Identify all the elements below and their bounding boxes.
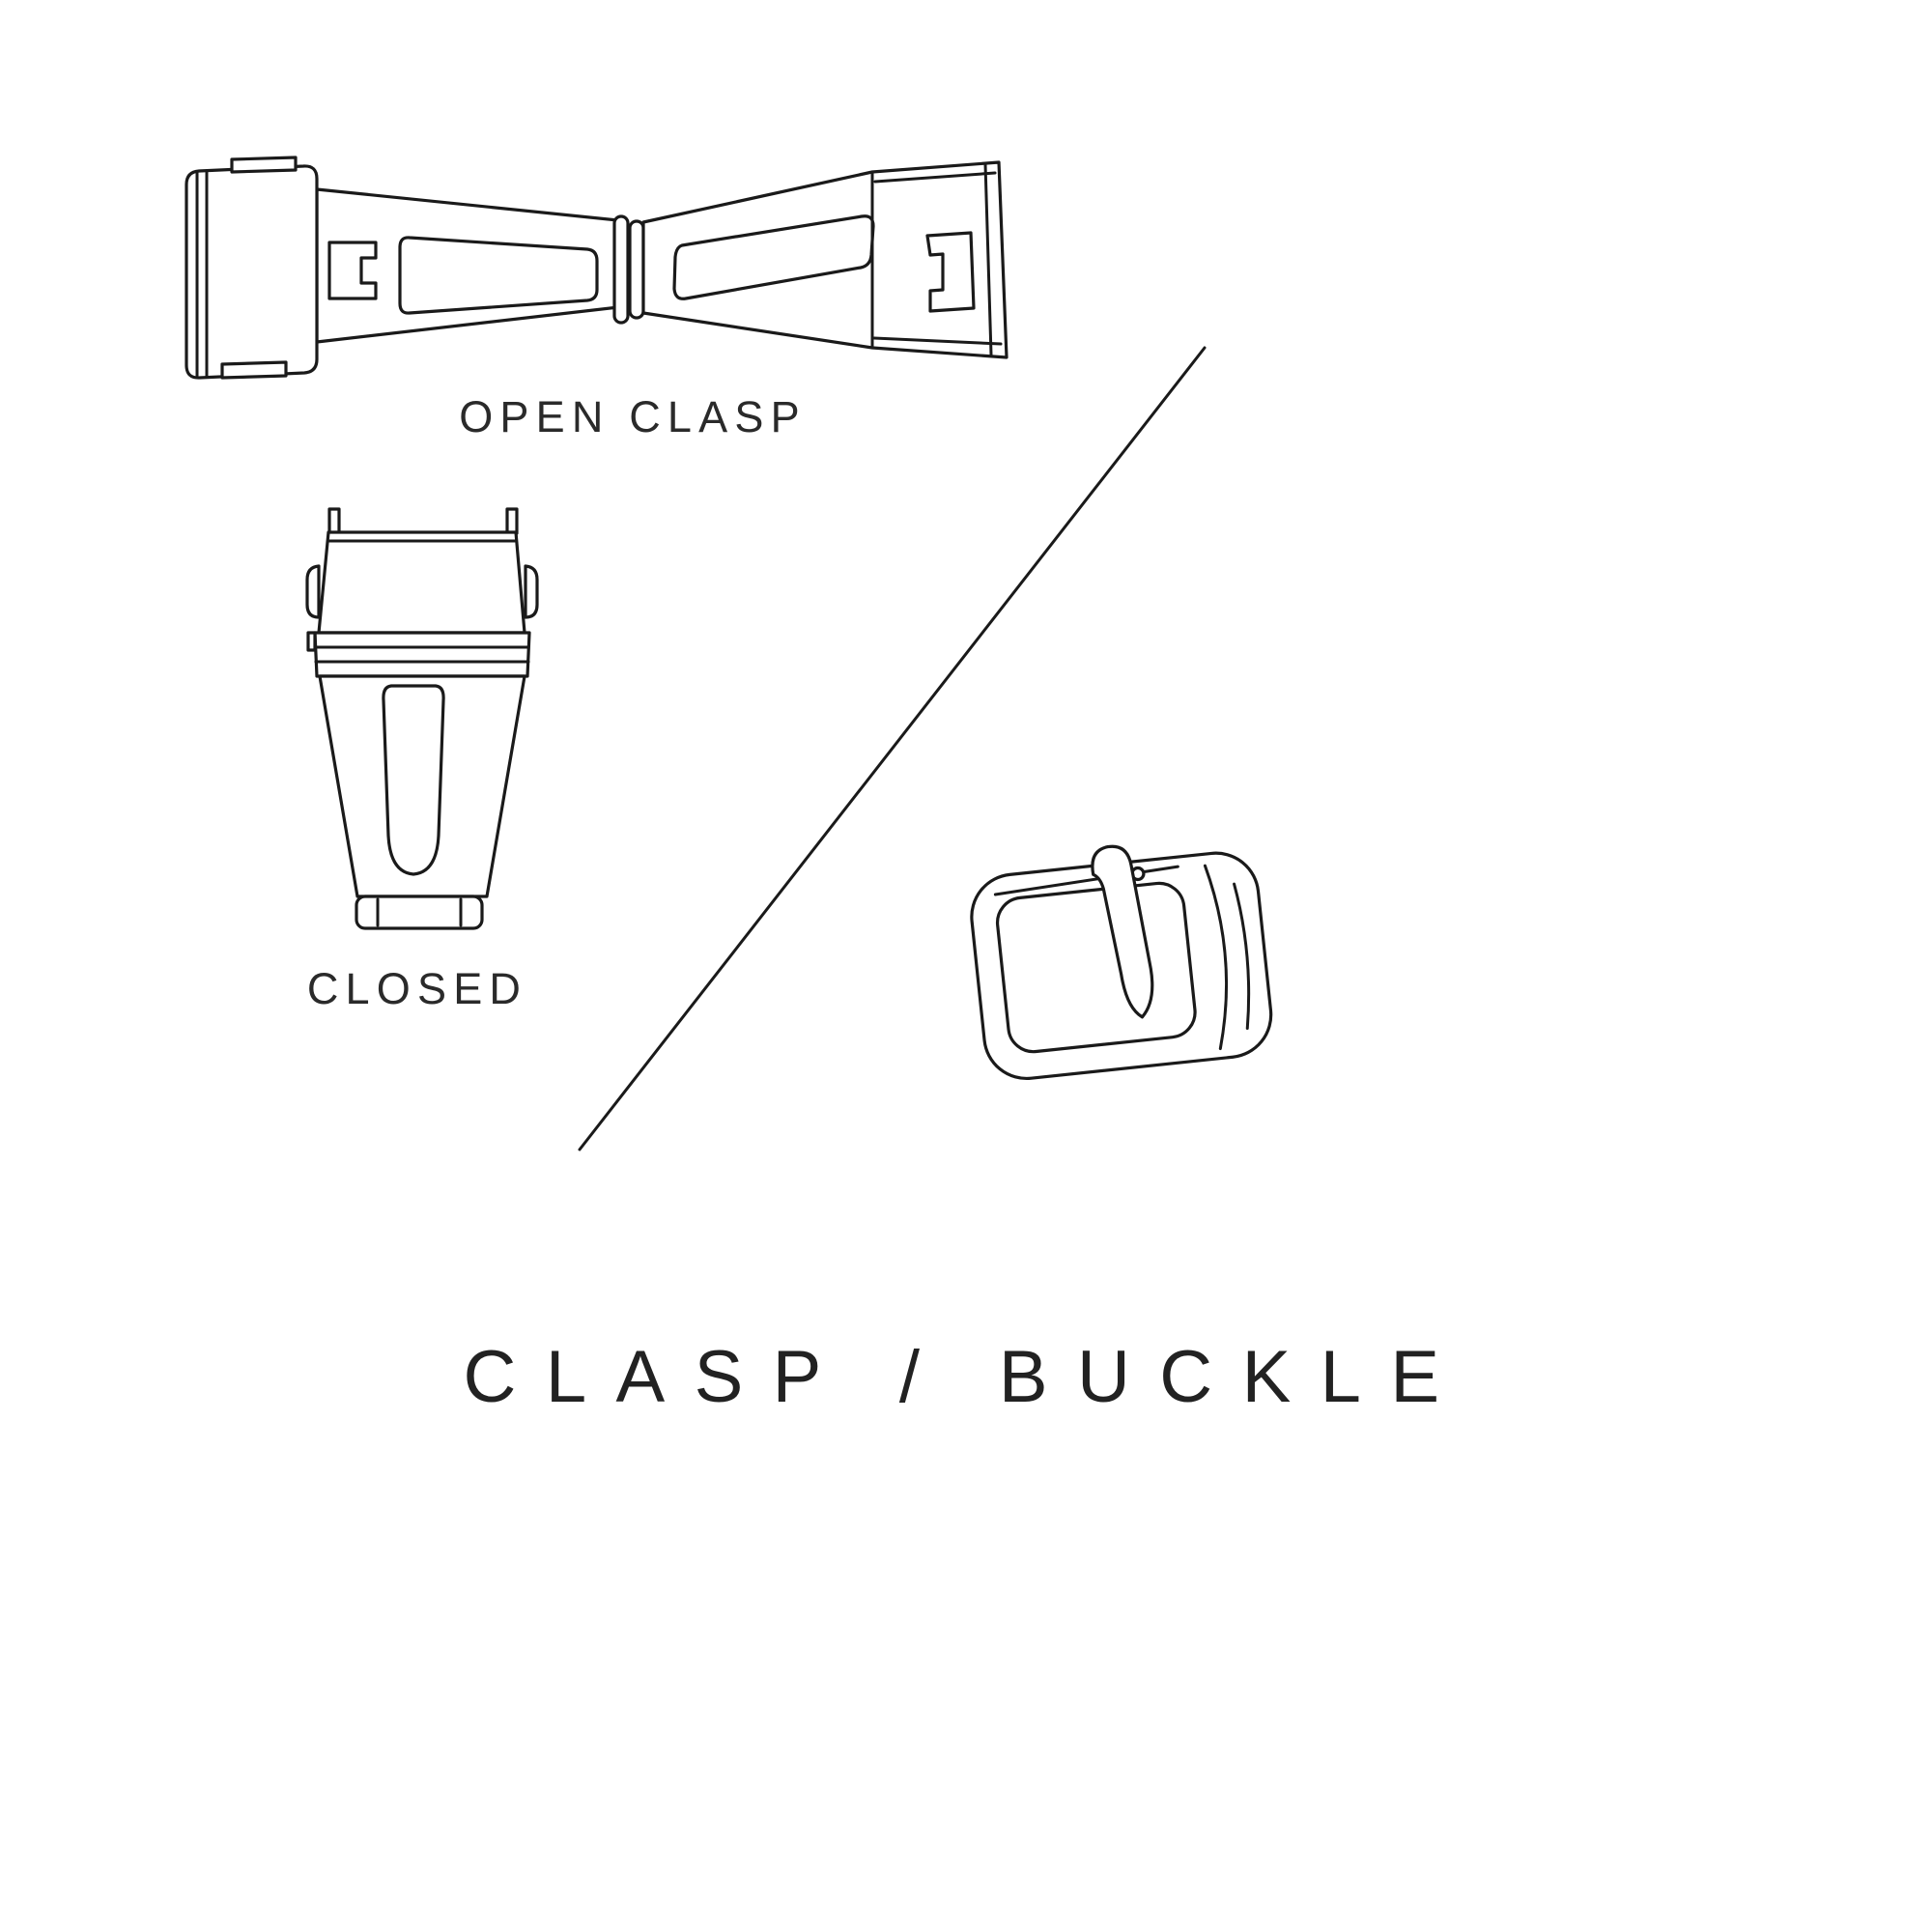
closed-clasp-label: CLOSED	[306, 964, 528, 1013]
buckle-illustration	[970, 844, 1273, 1081]
open-clasp-illustration	[185, 156, 1009, 380]
page-title: CLASP / BUCKLE	[463, 1336, 1469, 1418]
closed-clasp-illustration	[305, 507, 539, 930]
open-clasp-label: OPEN CLASP	[459, 392, 807, 441]
